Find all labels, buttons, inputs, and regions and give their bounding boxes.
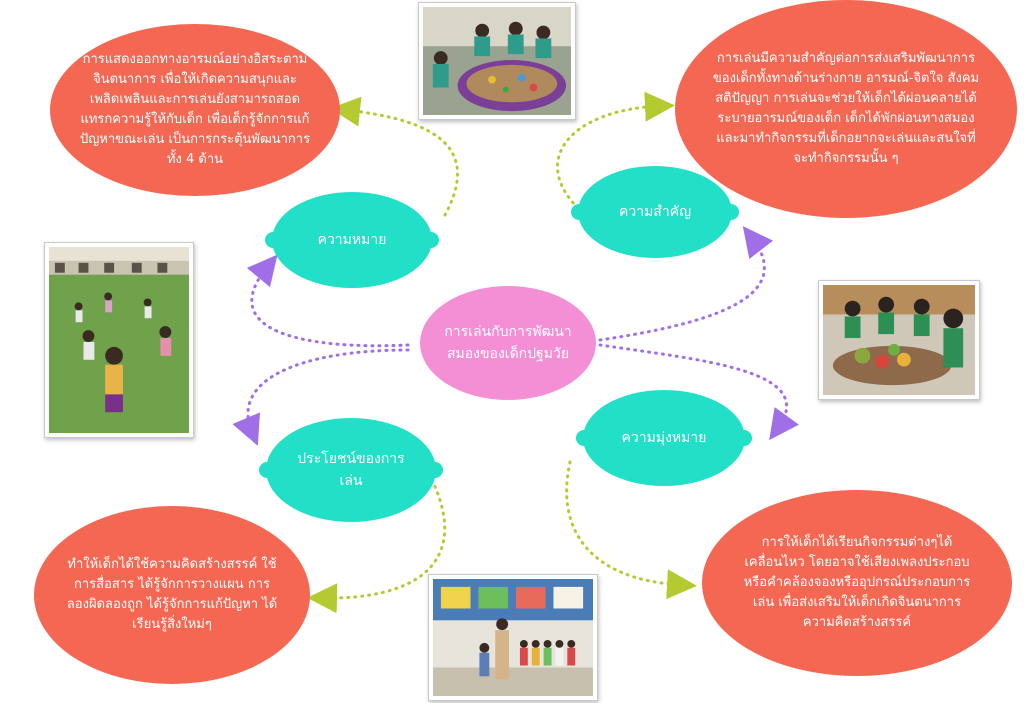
connector-benefits-to-detail [307,478,447,614]
branch-goals-bubble[interactable]: ความมุ่งหมาย [576,390,752,486]
detail-importance-bubble: การเล่นมีความสำคัญต่อการส่งเสริมพัฒนาการ… [675,0,1017,218]
detail-benefits-text: ทำให้เด็กได้ใช้ความคิดสร้างสรรค์ ใช้การส… [66,557,278,632]
center-topic-label: การเล่นกับการพัฒนาสมองของเด็กปฐมวัย [444,324,572,362]
detail-meaning-text: การแสดงออกทางอารมณ์อย่างอิสระตามจินตนากา… [79,52,311,167]
branch-importance-bubble[interactable]: ความสำคัญ [571,166,739,258]
connector-center-to-importance [598,226,774,342]
craft-table-photo [818,280,980,400]
detail-benefits-bubble: ทำให้เด็กได้ใช้ความคิดสร้างสรรค์ ใช้การส… [34,506,310,684]
detail-importance-text: การเล่นมีความสำคัญต่อการส่งเสริมพัฒนาการ… [712,51,980,166]
branch-importance-label: ความสำคัญ [618,204,692,220]
detail-goals-bubble: การให้เด็กได้เรียนกิจกรรมต่างๆได้เคลื่อน… [702,490,1012,676]
connector-center-to-meaning [246,254,410,348]
classroom-line-photo [428,574,598,701]
branch-goals-label: ความมุ่งหมาย [621,430,707,446]
outdoor-play-photo [44,242,194,438]
branch-meaning-bubble[interactable]: ความหมาย [265,192,439,288]
sandbox-play-photo [418,2,576,120]
connector-meaning-to-detail [330,96,459,217]
detail-meaning-bubble: การแสดงออกทางอารมณ์อย่างอิสระตามจินตนากา… [50,24,340,196]
branch-benefits-bubble[interactable]: ประโยชน์ของการเล่น [259,418,443,522]
branch-benefits-label: ประโยชน์ของการเล่น [297,451,405,489]
detail-goals-text: การให้เด็กได้เรียนกิจกรรมต่างๆได้เคลื่อน… [743,535,971,630]
connector-goals-to-detail [565,460,697,600]
branch-meaning-label: ความหมาย [317,232,387,248]
connector-importance-to-detail [556,91,675,210]
center-topic-bubble[interactable]: การเล่นกับการพัฒนาสมองของเด็กปฐมวัย [420,286,596,400]
